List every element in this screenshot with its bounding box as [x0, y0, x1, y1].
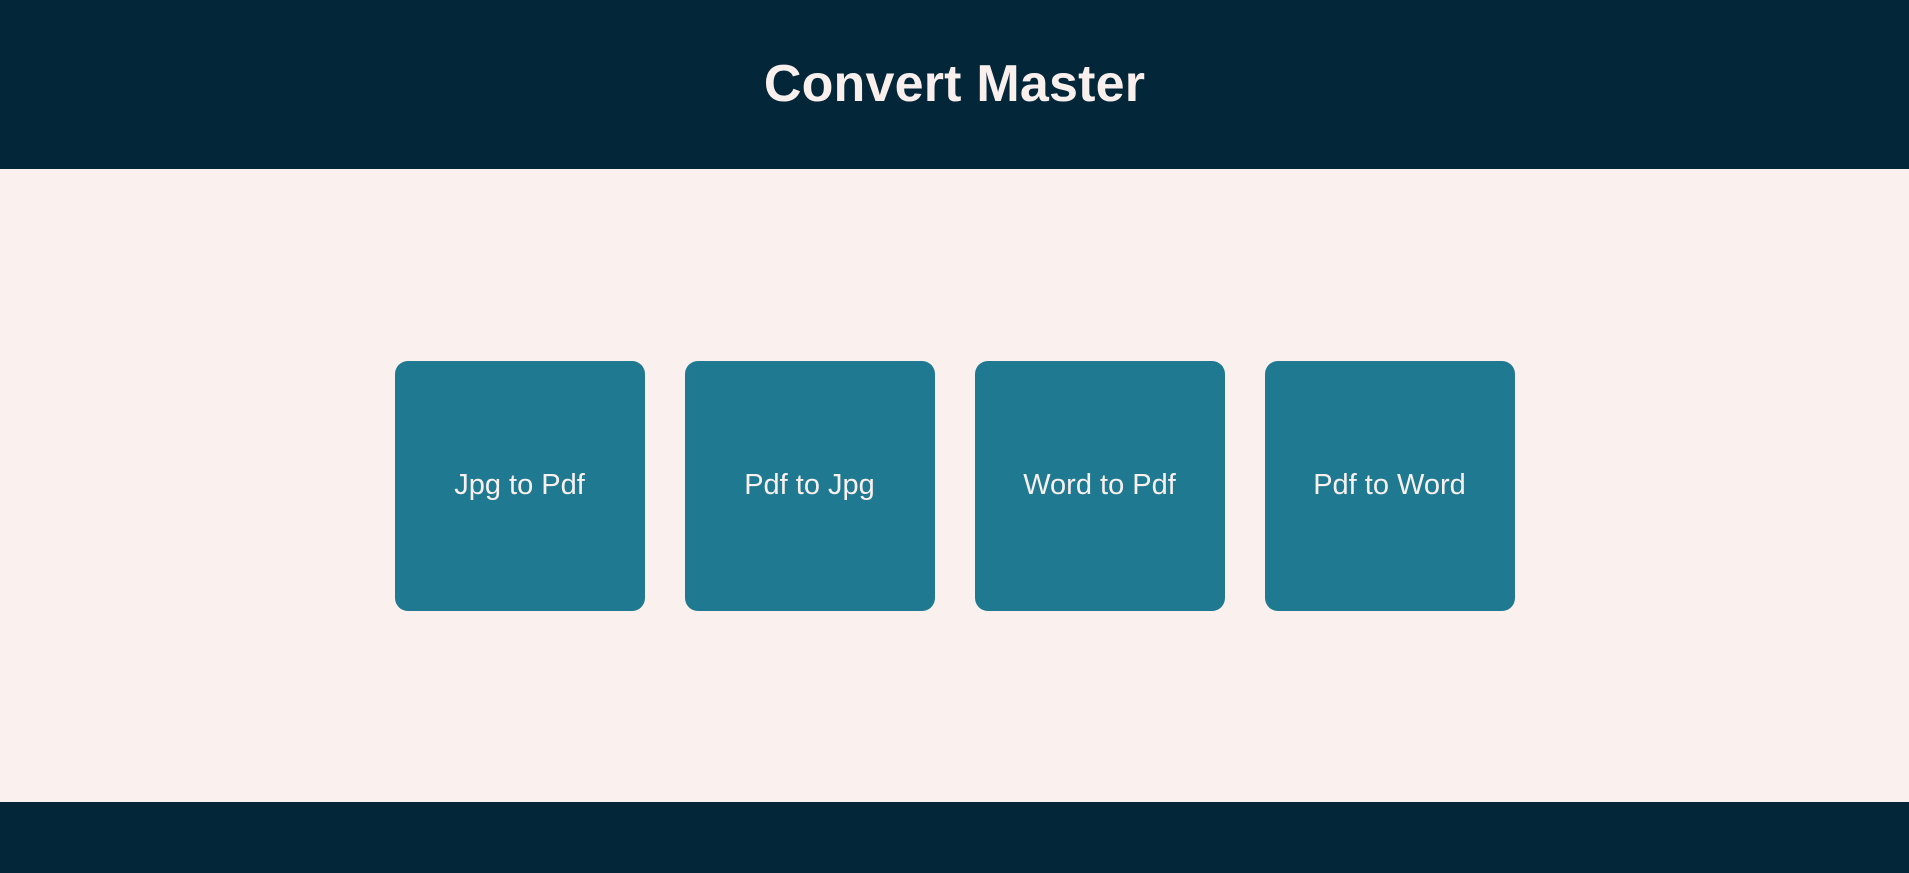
main-content-area: Jpg to Pdf Pdf to Jpg Word to Pdf Pdf to…: [0, 169, 1909, 802]
converter-button-group: Jpg to Pdf Pdf to Jpg Word to Pdf Pdf to…: [394, 360, 1515, 611]
site-header: Convert Master: [0, 0, 1909, 169]
site-footer: [0, 802, 1909, 873]
convert-pdf-to-word-button[interactable]: Pdf to Word: [1264, 360, 1515, 611]
convert-pdf-to-jpg-button[interactable]: Pdf to Jpg: [684, 360, 935, 611]
page-title: Convert Master: [763, 54, 1146, 113]
convert-jpg-to-pdf-button[interactable]: Jpg to Pdf: [394, 360, 645, 611]
convert-word-to-pdf-button[interactable]: Word to Pdf: [974, 360, 1225, 611]
